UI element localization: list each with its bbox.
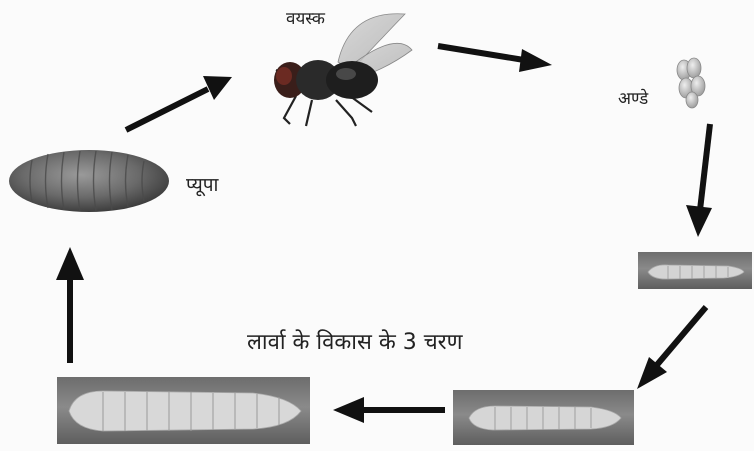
- label-adult: वयस्क: [286, 6, 325, 29]
- label-pupa: प्यूपा: [186, 171, 218, 197]
- arrow-larva2-to-larva3: [333, 397, 445, 423]
- arrow-eggs-to-larva1: [686, 124, 712, 237]
- arrow-adult-to-eggs: [438, 46, 552, 72]
- eggs-illustration: [677, 58, 705, 108]
- arrow-larva1-to-larva2: [637, 307, 706, 389]
- larva-stage-3-image: [57, 377, 310, 444]
- label-eggs: अण्डे: [618, 86, 648, 109]
- adult-fly-illustration: [274, 14, 412, 126]
- arrow-pupa-to-adult: [126, 76, 232, 130]
- larva-stage-1-image: [638, 252, 752, 289]
- label-larva-stages: लार्वा के विकास के 3 चरण: [247, 326, 463, 356]
- arrow-larva3-to-pupa: [56, 247, 84, 363]
- larva-stage-2-image: [453, 390, 634, 445]
- pupa-illustration: [9, 150, 169, 212]
